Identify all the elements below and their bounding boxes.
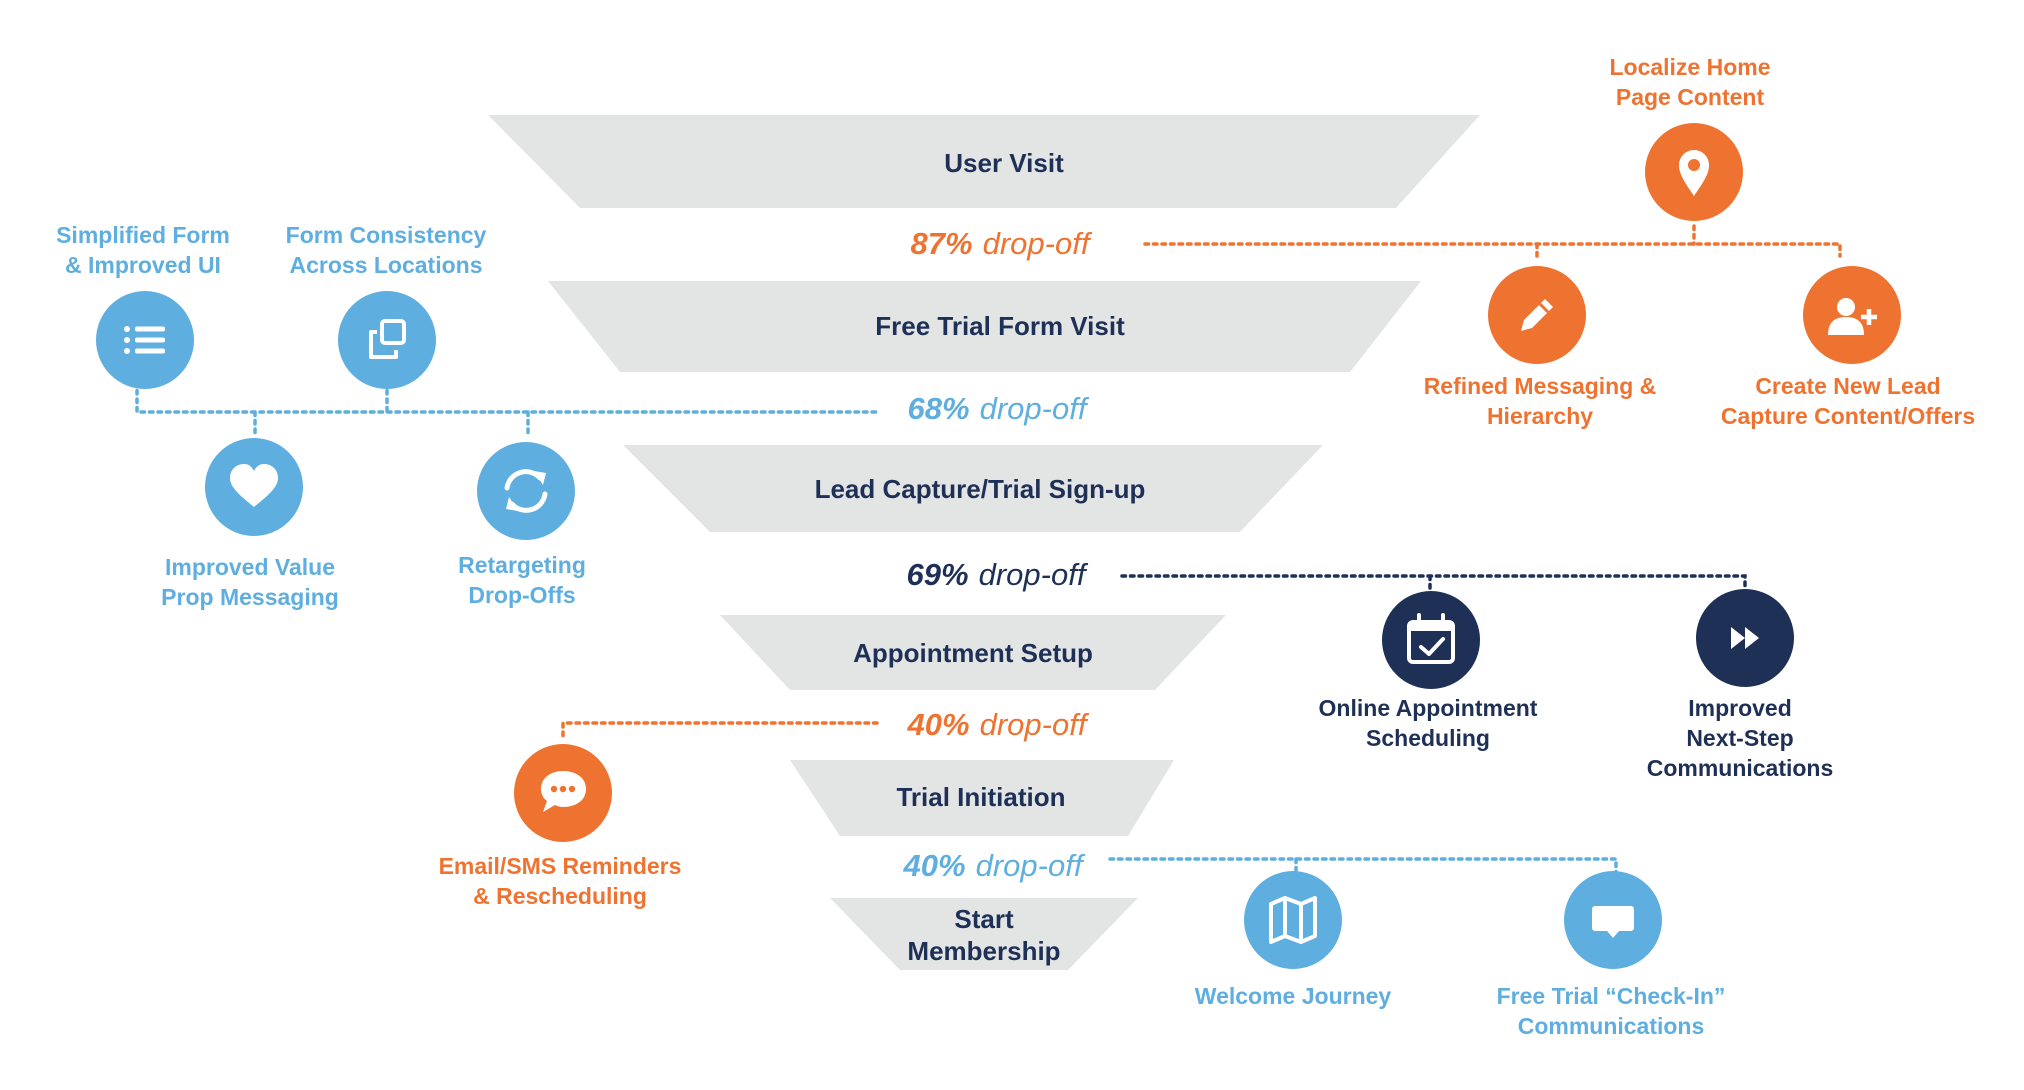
connector-line bbox=[1120, 574, 1747, 592]
dropoff-percent: 69% bbox=[907, 557, 969, 592]
connector-line bbox=[1108, 857, 1618, 874]
dropoff-text: drop-off bbox=[980, 707, 1090, 742]
copy-icon bbox=[369, 319, 406, 359]
map-icon bbox=[1269, 896, 1317, 944]
funnel-stage: Free Trial Form Visit bbox=[548, 281, 1421, 372]
funnel-stage-label: Lead Capture/Trial Sign-up bbox=[815, 474, 1146, 504]
initiative-label: Localize Home bbox=[1609, 54, 1770, 80]
initiative-label: Free Trial “Check-In” bbox=[1497, 983, 1726, 1009]
dropoff-text: drop-off bbox=[980, 391, 1090, 426]
dropoff-label: 69% drop-off bbox=[907, 557, 1089, 592]
welcome-journey-icon-circle bbox=[1244, 871, 1342, 969]
dropoff-label: 68% drop-off bbox=[908, 391, 1090, 426]
dropoff-text: drop-off bbox=[976, 848, 1086, 883]
email-sms-reminders-initiative: Email/SMS Reminders & Rescheduling bbox=[439, 744, 682, 909]
funnel-stage: User Visit bbox=[488, 115, 1480, 208]
chat-bubble-icon bbox=[541, 771, 586, 812]
initiative-label: Capture Content/Offers bbox=[1721, 403, 1975, 429]
connector-line bbox=[561, 721, 879, 742]
dropoff-text: drop-off bbox=[979, 557, 1089, 592]
initiative-label: Communications bbox=[1518, 1013, 1705, 1039]
funnel-stage-label: Free Trial Form Visit bbox=[875, 311, 1125, 341]
funnel-stage-shape bbox=[720, 615, 1226, 690]
add-user-icon bbox=[1828, 298, 1877, 335]
funnel-stage: Trial Initiation bbox=[790, 760, 1174, 836]
initiative-label: Next-Step bbox=[1686, 725, 1793, 751]
dropoff-percent: 40% bbox=[903, 848, 966, 883]
initiative-label: Refined Messaging & bbox=[1424, 373, 1657, 399]
initiative-label: Communications bbox=[1647, 755, 1834, 781]
initiative-label: Hierarchy bbox=[1487, 403, 1593, 429]
funnel-stage: Appointment Setup bbox=[720, 615, 1226, 690]
initiative-label: Simplified Form bbox=[56, 222, 230, 248]
initiative-label: Page Content bbox=[1616, 84, 1765, 110]
funnel-stage-label: Membership bbox=[907, 936, 1060, 966]
fast-forward-icon bbox=[1731, 627, 1759, 649]
message-icon bbox=[1592, 906, 1634, 938]
initiative-label: & Rescheduling bbox=[473, 883, 647, 909]
create-new-lead-capture-icon-circle bbox=[1803, 266, 1901, 364]
initiative-label: Online Appointment bbox=[1319, 695, 1538, 721]
online-appointment-scheduling-icon-circle bbox=[1382, 591, 1480, 689]
funnel-stage-label: Trial Initiation bbox=[896, 782, 1065, 812]
initiative-label: Improved Value bbox=[165, 554, 335, 580]
initiative-label: Across Locations bbox=[290, 252, 483, 278]
refined-messaging-initiative: Refined Messaging & Hierarchy bbox=[1424, 266, 1657, 429]
initiative-label: Welcome Journey bbox=[1195, 983, 1392, 1009]
funnel-stage-label: Start bbox=[954, 904, 1014, 934]
welcome-journey-initiative: Welcome Journey bbox=[1195, 871, 1392, 1009]
funnel-stage-shape bbox=[830, 898, 1138, 970]
form-consistency-icon-circle bbox=[338, 291, 436, 389]
connector-line bbox=[1143, 242, 1842, 258]
simplified-form-initiative: Simplified Form & Improved UI bbox=[56, 222, 230, 389]
initiative-label: Create New Lead bbox=[1755, 373, 1940, 399]
connector-lines bbox=[135, 224, 1842, 874]
initiative-label: Scheduling bbox=[1366, 725, 1490, 751]
calendar-check-icon bbox=[1407, 613, 1455, 664]
funnel-stage-shape bbox=[548, 281, 1421, 372]
funnel-stage: Lead Capture/Trial Sign-up bbox=[623, 445, 1323, 532]
funnel-stage-shape bbox=[488, 115, 1480, 208]
funnel-stage-shape bbox=[623, 445, 1323, 532]
funnel-stage-label: Appointment Setup bbox=[853, 638, 1093, 668]
dropoff-percent: 40% bbox=[907, 707, 970, 742]
initiative-label: Retargeting bbox=[458, 552, 586, 578]
dropoff-text: drop-off bbox=[983, 226, 1093, 261]
map-pin-icon bbox=[1679, 150, 1709, 196]
free-trial-check-in-initiative: Free Trial “Check-In” Communications bbox=[1497, 871, 1726, 1039]
initiative-label: Form Consistency bbox=[286, 222, 487, 248]
heart-icon bbox=[230, 464, 278, 507]
list-icon bbox=[124, 326, 165, 354]
funnel-stage-shape bbox=[790, 760, 1174, 836]
dropoff-percent: 87% bbox=[911, 226, 973, 261]
initiative-label: Prop Messaging bbox=[161, 584, 339, 610]
connector-line bbox=[135, 380, 880, 414]
dropoff-label: 40% drop-off bbox=[907, 707, 1090, 742]
dropoff-label: 40% drop-off bbox=[903, 848, 1086, 883]
funnel-stage-label: User Visit bbox=[944, 148, 1064, 178]
initiative-label: Drop-Offs bbox=[468, 582, 575, 608]
retargeting-drop-offs-icon-circle bbox=[477, 442, 575, 540]
pencil-icon bbox=[1521, 299, 1553, 331]
initiative-label: Email/SMS Reminders bbox=[439, 853, 682, 879]
dropoff-label: 87% drop-off bbox=[911, 226, 1093, 261]
dropoff-percent: 68% bbox=[908, 391, 970, 426]
refresh-icon bbox=[504, 469, 548, 513]
initiative-label: Improved bbox=[1688, 695, 1792, 721]
dropoff-labels: 87% drop-off 68% drop-off 69% drop-off 40% drop… bbox=[903, 226, 1093, 883]
initiative-label: & Improved UI bbox=[65, 252, 221, 278]
